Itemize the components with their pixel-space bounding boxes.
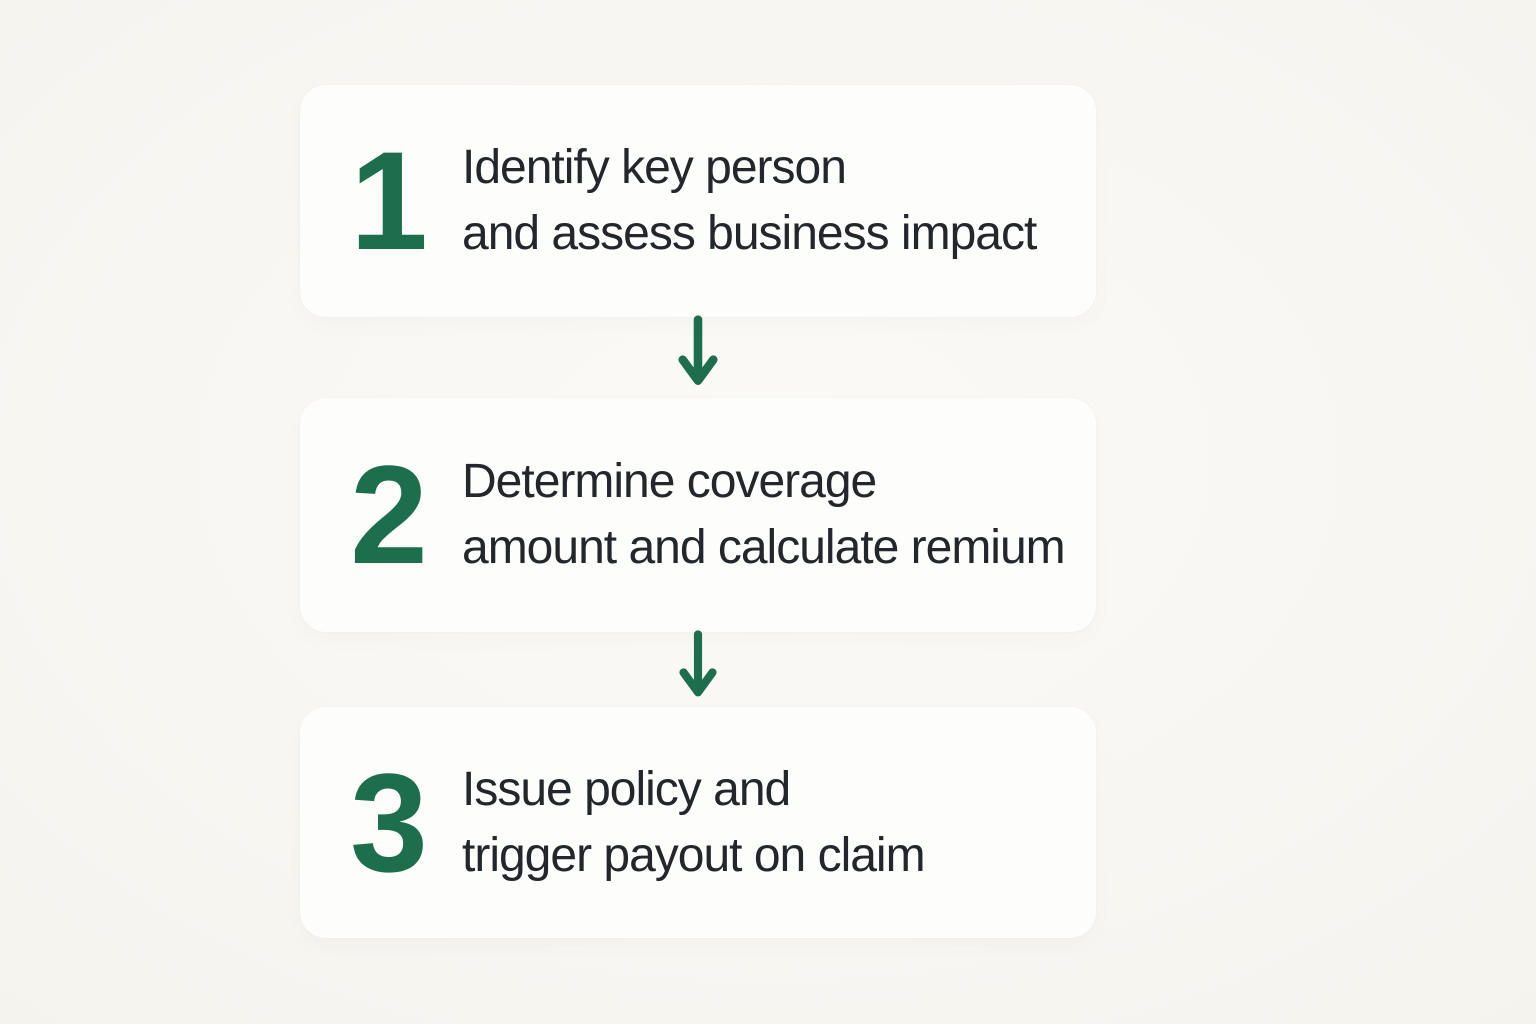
down-arrow-icon bbox=[676, 314, 720, 394]
step-title: Issue policy and trigger payout on claim bbox=[462, 757, 926, 889]
step-card-3: 3 Issue policy and trigger payout on cla… bbox=[300, 707, 1096, 938]
step-title-line: Determine coverage bbox=[462, 455, 877, 508]
step-title: Determine coverage amount and calculate … bbox=[462, 449, 1066, 581]
step-number: 2 bbox=[350, 436, 428, 593]
step-card-1: 1 Identify key person and assess busines… bbox=[300, 85, 1096, 317]
step-number: 3 bbox=[350, 743, 428, 901]
down-arrow-icon bbox=[676, 629, 720, 705]
step-title-line: amount and calculate remium bbox=[462, 521, 1066, 574]
step-title: Identify key person and assess business … bbox=[462, 135, 1037, 267]
step-title-line: Identify key person bbox=[462, 141, 847, 194]
step-card-2: 2 Determine coverage amount and calculat… bbox=[300, 398, 1096, 632]
step-title-line: trigger payout on claim bbox=[462, 828, 926, 882]
step-title-line: Issue policy and bbox=[462, 762, 791, 816]
step-title-line: and assess business impact bbox=[462, 207, 1037, 260]
step-number: 1 bbox=[350, 122, 428, 279]
